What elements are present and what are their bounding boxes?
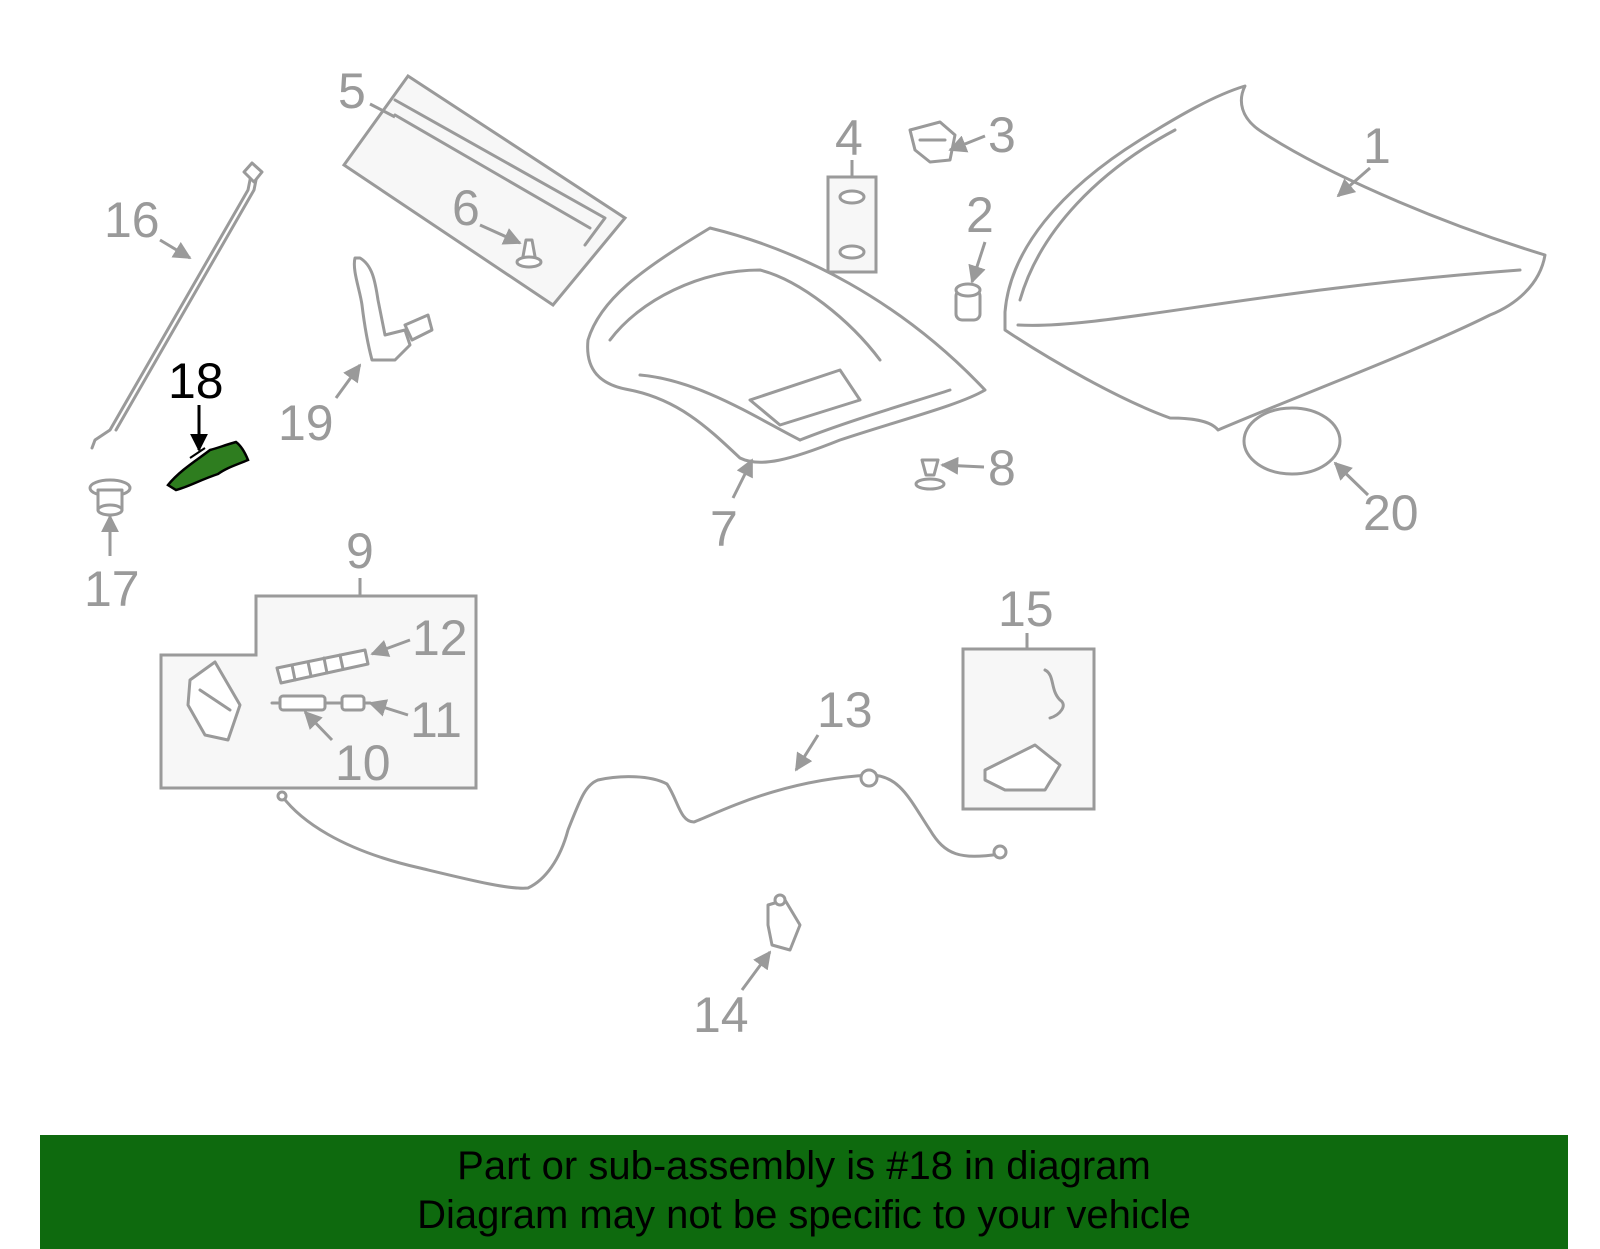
- callout-9: 9: [346, 523, 374, 579]
- callout-8: 8: [988, 440, 1016, 496]
- part-20-seal-ring[interactable]: [1242, 406, 1342, 476]
- part-7-insulator[interactable]: [586, 226, 987, 464]
- callout-11: 11: [410, 692, 462, 748]
- leader-lines: [101, 102, 1371, 991]
- part-1-hood[interactable]: [1003, 84, 1547, 432]
- callout-3: 3: [988, 107, 1016, 163]
- banner-line-2: Diagram may not be specific to your vehi…: [417, 1193, 1191, 1237]
- part-2-bumper[interactable]: [954, 282, 982, 322]
- callout-19: 19: [278, 395, 334, 451]
- part-6-retainer[interactable]: [515, 238, 543, 269]
- callout-labels: 1 2 3 4 5 6 7 8 9 10 11 12 13 14 15 16 1…: [84, 63, 1419, 1043]
- callout-13: 13: [817, 682, 873, 738]
- part-12-spring[interactable]: [275, 648, 370, 685]
- callout-5: 5: [338, 63, 366, 119]
- banner-line-1: Part or sub-assembly is #18 in diagram: [457, 1144, 1151, 1188]
- part-10-rod[interactable]: [270, 694, 344, 712]
- part-4-pad[interactable]: [826, 175, 878, 274]
- callout-6: 6: [452, 180, 480, 236]
- part-15-striker[interactable]: [961, 647, 1096, 811]
- callout-7: 7: [710, 501, 738, 557]
- part-5-seal[interactable]: [341, 73, 628, 308]
- callout-16: 16: [104, 192, 160, 248]
- callout-20: 20: [1363, 485, 1419, 541]
- callout-10: 10: [335, 735, 391, 791]
- callout-12: 12: [412, 610, 468, 666]
- part-8-clip[interactable]: [914, 458, 946, 491]
- part-16-prop-rod[interactable]: [90, 161, 264, 450]
- part-18-bracket-highlighted[interactable]: [166, 440, 250, 492]
- callout-2: 2: [966, 187, 994, 243]
- part-17-grommet[interactable]: [88, 478, 132, 517]
- callout-17: 17: [84, 561, 140, 617]
- part-3-clip[interactable]: [908, 120, 957, 164]
- part-info-banner: Part or sub-assembly is #18 in diagram D…: [40, 1135, 1568, 1249]
- part-11-connector[interactable]: [340, 694, 372, 712]
- callout-15: 15: [998, 581, 1054, 637]
- callout-1: 1: [1363, 118, 1391, 174]
- part-14-clip[interactable]: [766, 893, 802, 952]
- part-13-cable[interactable]: [276, 768, 1008, 890]
- callout-18-highlighted: 18: [168, 353, 224, 409]
- callout-14: 14: [693, 987, 749, 1043]
- callout-4: 4: [835, 110, 863, 166]
- part-19-hinge[interactable]: [352, 256, 434, 362]
